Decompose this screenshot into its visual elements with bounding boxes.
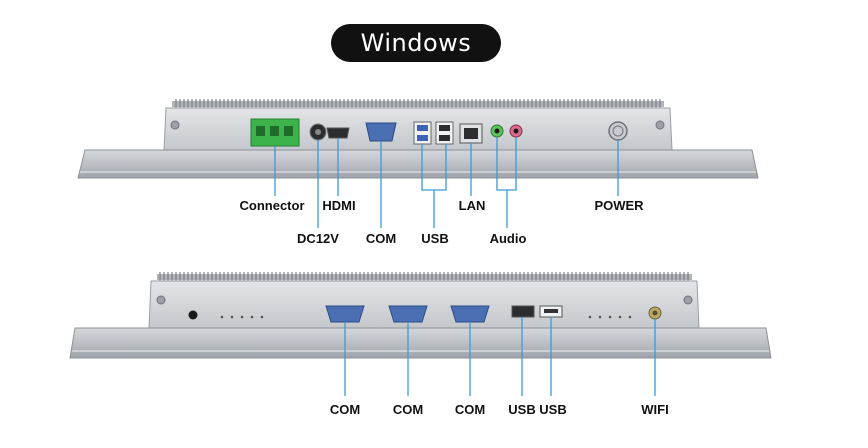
label-wifi: WIFI <box>641 402 669 417</box>
label-com-bottom-3: COM <box>454 402 486 417</box>
indicator-hole <box>188 310 198 320</box>
top-bezel <box>77 149 759 179</box>
com-ports-bottom <box>325 305 490 323</box>
top-leader-lines <box>274 137 619 228</box>
label-com-bottom-2: COM <box>392 402 424 417</box>
label-dc12v: DC12V <box>297 231 339 246</box>
label-com-top: COM <box>365 231 397 246</box>
bottom-bezel <box>69 327 772 359</box>
label-usb-bottom-1: USB <box>508 402 536 417</box>
label-lan: LAN <box>458 198 486 213</box>
bottom-panel <box>69 272 772 396</box>
top-panel <box>77 99 759 228</box>
terminal-connector <box>250 118 300 147</box>
label-power: POWER <box>594 198 644 213</box>
label-usb-top: USB <box>421 231 449 246</box>
label-com-bottom-1: COM <box>329 402 361 417</box>
bottom-body <box>148 280 700 329</box>
bottom-leader-lines <box>344 317 656 396</box>
usb-port-bottom-1 <box>511 305 535 318</box>
led-dots-left <box>220 315 264 319</box>
label-connector: Connector <box>239 198 305 213</box>
hdmi-port <box>326 127 350 139</box>
label-audio: Audio <box>489 231 527 246</box>
com-port-top <box>365 122 397 142</box>
power-button <box>608 121 628 141</box>
label-usb-bottom-2: USB <box>539 402 567 417</box>
led-dots-right <box>588 315 632 319</box>
title-badge: Windows <box>331 24 501 62</box>
label-hdmi: HDMI <box>322 198 356 213</box>
